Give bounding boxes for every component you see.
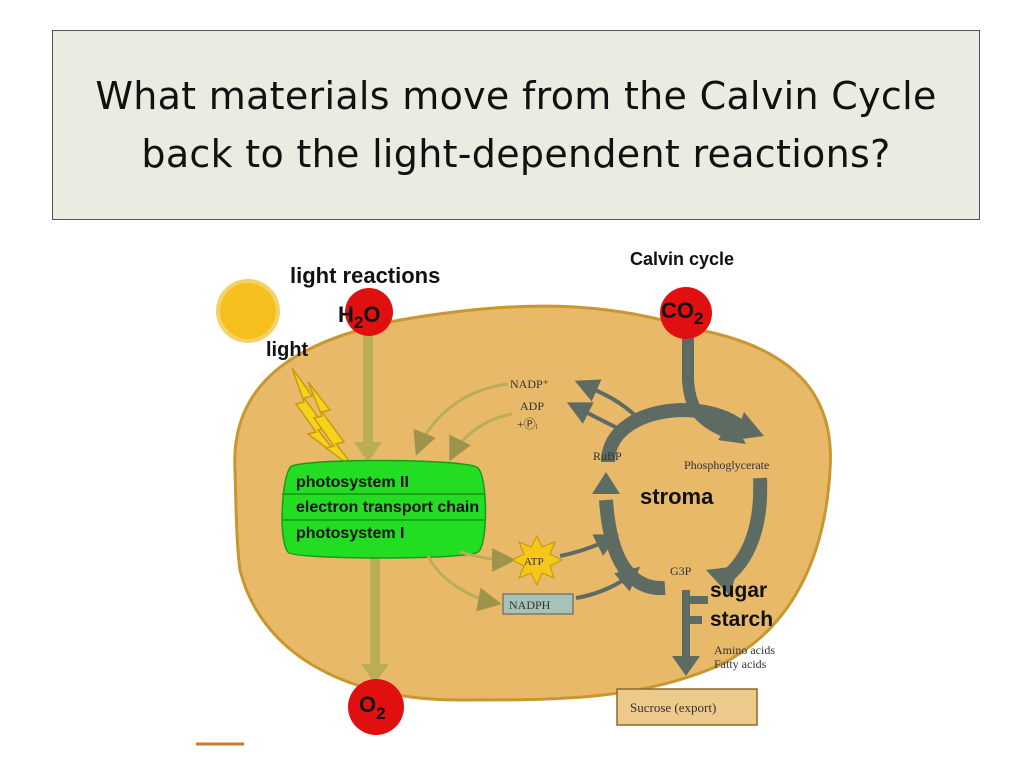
h2o-label: H2O bbox=[338, 302, 380, 332]
starch-label: starch bbox=[710, 608, 773, 631]
electron-transport-chain-label: electron transport chain bbox=[296, 499, 479, 516]
phosphoglycerate-label: Phosphoglycerate bbox=[684, 458, 769, 472]
thylakoid-stack bbox=[281, 459, 487, 559]
fatty-acids-label: Fatty acids bbox=[714, 657, 767, 671]
nadp-plus-label: NADP⁺ bbox=[510, 377, 549, 391]
o2-label: O2 bbox=[359, 692, 386, 723]
nadph-box bbox=[502, 593, 574, 615]
amino-acids-label: Amino acids bbox=[714, 643, 775, 657]
co2-label: CO2 bbox=[661, 298, 703, 328]
g3p-label: G3P bbox=[670, 564, 692, 578]
photosystem-ii-label: photosystem II bbox=[296, 474, 409, 491]
sun-icon bbox=[216, 279, 280, 343]
title-box: What materials move from the Calvin Cycl… bbox=[52, 30, 980, 220]
pi-label: +Ⓟᵢ bbox=[517, 417, 538, 431]
rubp-label: RuBP bbox=[593, 449, 622, 463]
co2-molecule bbox=[660, 287, 712, 339]
sugar-label: sugar bbox=[710, 579, 767, 602]
h2o-molecule bbox=[345, 288, 393, 336]
adp-label: ADP bbox=[520, 399, 544, 413]
sucrose-export-label: Sucrose (export) bbox=[630, 700, 716, 715]
light-label: light bbox=[266, 339, 309, 361]
atp-star bbox=[510, 534, 564, 587]
light-reactions-label: light reactions bbox=[290, 263, 440, 288]
atp-label: ATP bbox=[524, 556, 544, 568]
o2-molecule bbox=[348, 679, 404, 735]
photosystem-i-label: photosystem I bbox=[296, 525, 404, 542]
slide-title-line-1: What materials move from the Calvin Cycl… bbox=[95, 74, 937, 118]
stroma-label: stroma bbox=[640, 484, 714, 509]
nadph-label: NADPH bbox=[509, 598, 551, 612]
slide-title-line-2: back to the light-dependent reactions? bbox=[141, 132, 891, 176]
sucrose-box bbox=[616, 688, 758, 726]
calvin-cycle-label: Calvin cycle bbox=[630, 249, 734, 269]
